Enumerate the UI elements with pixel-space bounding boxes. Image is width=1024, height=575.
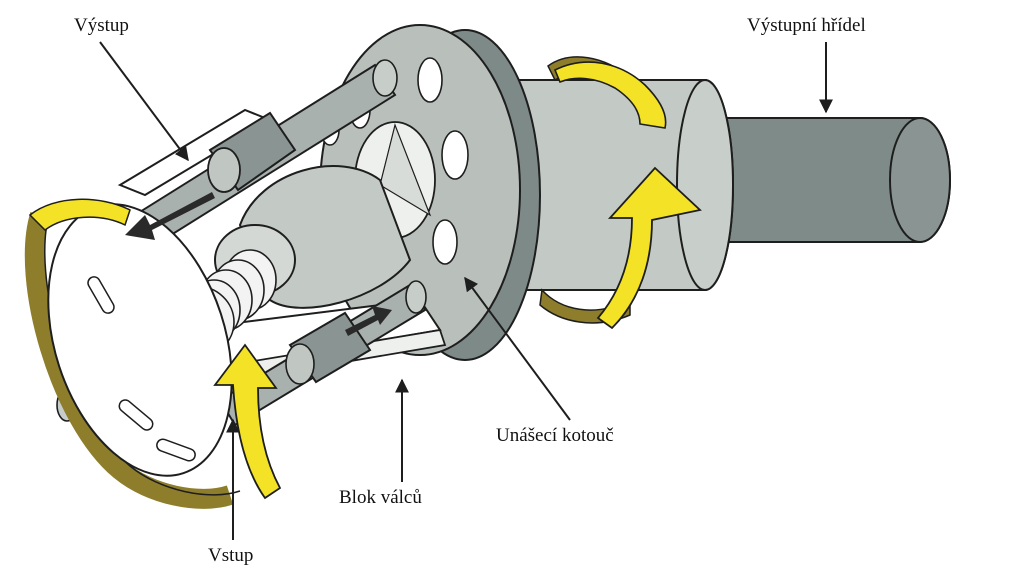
label-input: Vstup <box>208 545 254 566</box>
label-output-shaft: Výstupní hřídel <box>747 15 866 36</box>
flow-arrow-out <box>125 192 215 240</box>
output-shaft <box>699 117 951 243</box>
leader-lines <box>99 41 833 540</box>
label-cylinder-block: Blok válců <box>339 487 422 508</box>
rotation-arrow-input <box>213 343 282 500</box>
leader-output <box>99 41 189 162</box>
flow-arrow-in <box>345 306 392 336</box>
shaft-housing <box>479 79 734 291</box>
label-output: Výstup <box>74 15 129 36</box>
valve-plate <box>24 203 241 509</box>
label-drive-disc: Unášecí kotouč <box>496 425 614 446</box>
leader-drive-disc <box>464 276 571 421</box>
rotation-arrow-top-left <box>28 198 131 231</box>
rotation-arrow-housing-front <box>596 166 702 330</box>
rotation-arrow-housing-top <box>553 61 667 129</box>
